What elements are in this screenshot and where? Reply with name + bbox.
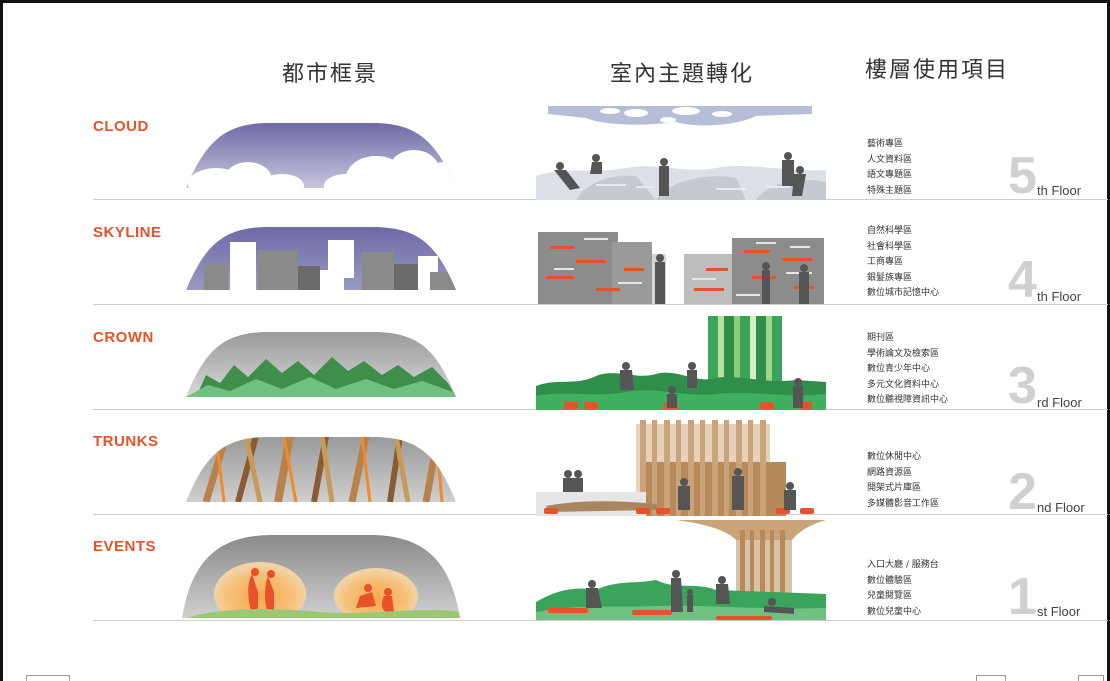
floor-use-item: 語文專題區 [867,170,913,180]
urban-trunks-illustration [186,437,456,502]
floor-use-item: 自然科學區 [867,226,913,236]
floor-use-item: 數位青少年中心 [867,364,931,374]
row-title-cloud: CLOUD [93,118,149,135]
urban-events-illustration [182,535,460,618]
floor-use-item: 特殊主題區 [867,185,913,196]
floor-suffix-1: st Floor [1037,604,1081,619]
floor-use-item: 多元文化資料中心 [867,379,940,390]
column-header-interior: 室內主題轉化 [610,62,755,87]
floor-use-item: 數位聽視障資訊中心 [867,395,949,405]
floor-use-item: 期刊區 [867,333,895,343]
interior-trunks-illustration [536,420,814,516]
interior-events-illustration [536,520,826,620]
urban-skyline-illustration [186,227,456,290]
row-title-events: EVENTS [93,538,157,555]
frame-border-top [0,0,1110,3]
floor-use-item: 數位兒童中心 [867,606,922,617]
floor-number-4: 4 [1008,251,1037,309]
floor-number-5: 5 [1008,147,1037,205]
row-title-trunks: TRUNKS [93,433,159,450]
corner-mark-left [26,675,70,681]
column-header-urban: 都市框景 [282,62,379,87]
corner-mark-right [1078,675,1104,681]
floor-use-item: 社會科學區 [867,241,913,252]
floor-suffix-2: nd Floor [1037,500,1085,515]
frame-border-right [1107,0,1110,681]
floor-use-item: 藝術專區 [867,139,904,149]
row-title-crown: CROWN [93,329,154,346]
floor-use-item: 數位休閒中心 [867,452,922,462]
row-divider [93,304,1108,305]
corner-mark-right [976,675,1006,681]
frame-border-left [0,0,3,681]
floor-number-3: 3 [1008,357,1037,415]
floor-use-list-5: 藝術專區 人文資料區 語文專題區 特殊主題區 [867,137,912,199]
urban-cloud-illustration [186,123,456,188]
floor-number-2: 2 [1008,463,1037,521]
floor-use-list-1: 入口大廳 / 服務台 數位體驗區 兒童閱覽區 數位兒童中心 [867,558,939,620]
floor-suffix-4: th Floor [1037,289,1082,304]
floor-use-list-4: 自然科學區 社會科學區 工商專區 銀髮族專區 數位城市記憶中心 [867,224,939,302]
floor-use-item: 開架式片庫區 [867,483,922,493]
floor-suffix-5: th Floor [1037,183,1082,198]
floor-use-item: 兒童閱覽區 [867,591,913,601]
floor-use-item: 多媒體影音工作區 [867,498,940,509]
floor-use-item: 網路資源區 [867,467,913,478]
row-divider [93,620,1108,621]
floor-use-list-2: 數位休閒中心 網路資源區 開架式片庫區 多媒體影音工作區 [867,450,939,512]
floor-use-item: 人文資料區 [867,154,913,165]
urban-crown-illustration [186,332,456,397]
floor-use-item: 工商專區 [867,257,904,267]
floor-number-1: 1 [1008,568,1037,626]
column-header-floor-use: 樓層使用項目 [865,58,1010,83]
floor-use-item: 數位體驗區 [867,575,913,586]
floor-use-item: 銀髮族專區 [867,272,913,283]
interior-crown-illustration [536,316,826,410]
floor-suffix-3: rd Floor [1037,395,1082,410]
floor-use-item: 入口大廳 / 服務台 [867,560,939,570]
interior-skyline-illustration [538,232,824,304]
floor-use-item: 數位城市記憶中心 [867,288,940,298]
floor-use-item: 學術論文及檢索區 [867,348,940,359]
row-title-skyline: SKYLINE [93,224,162,241]
floor-use-list-3: 期刊區 學術論文及檢索區 數位青少年中心 多元文化資料中心 數位聽視障資訊中心 [867,331,948,409]
interior-cloud-illustration [536,106,826,200]
